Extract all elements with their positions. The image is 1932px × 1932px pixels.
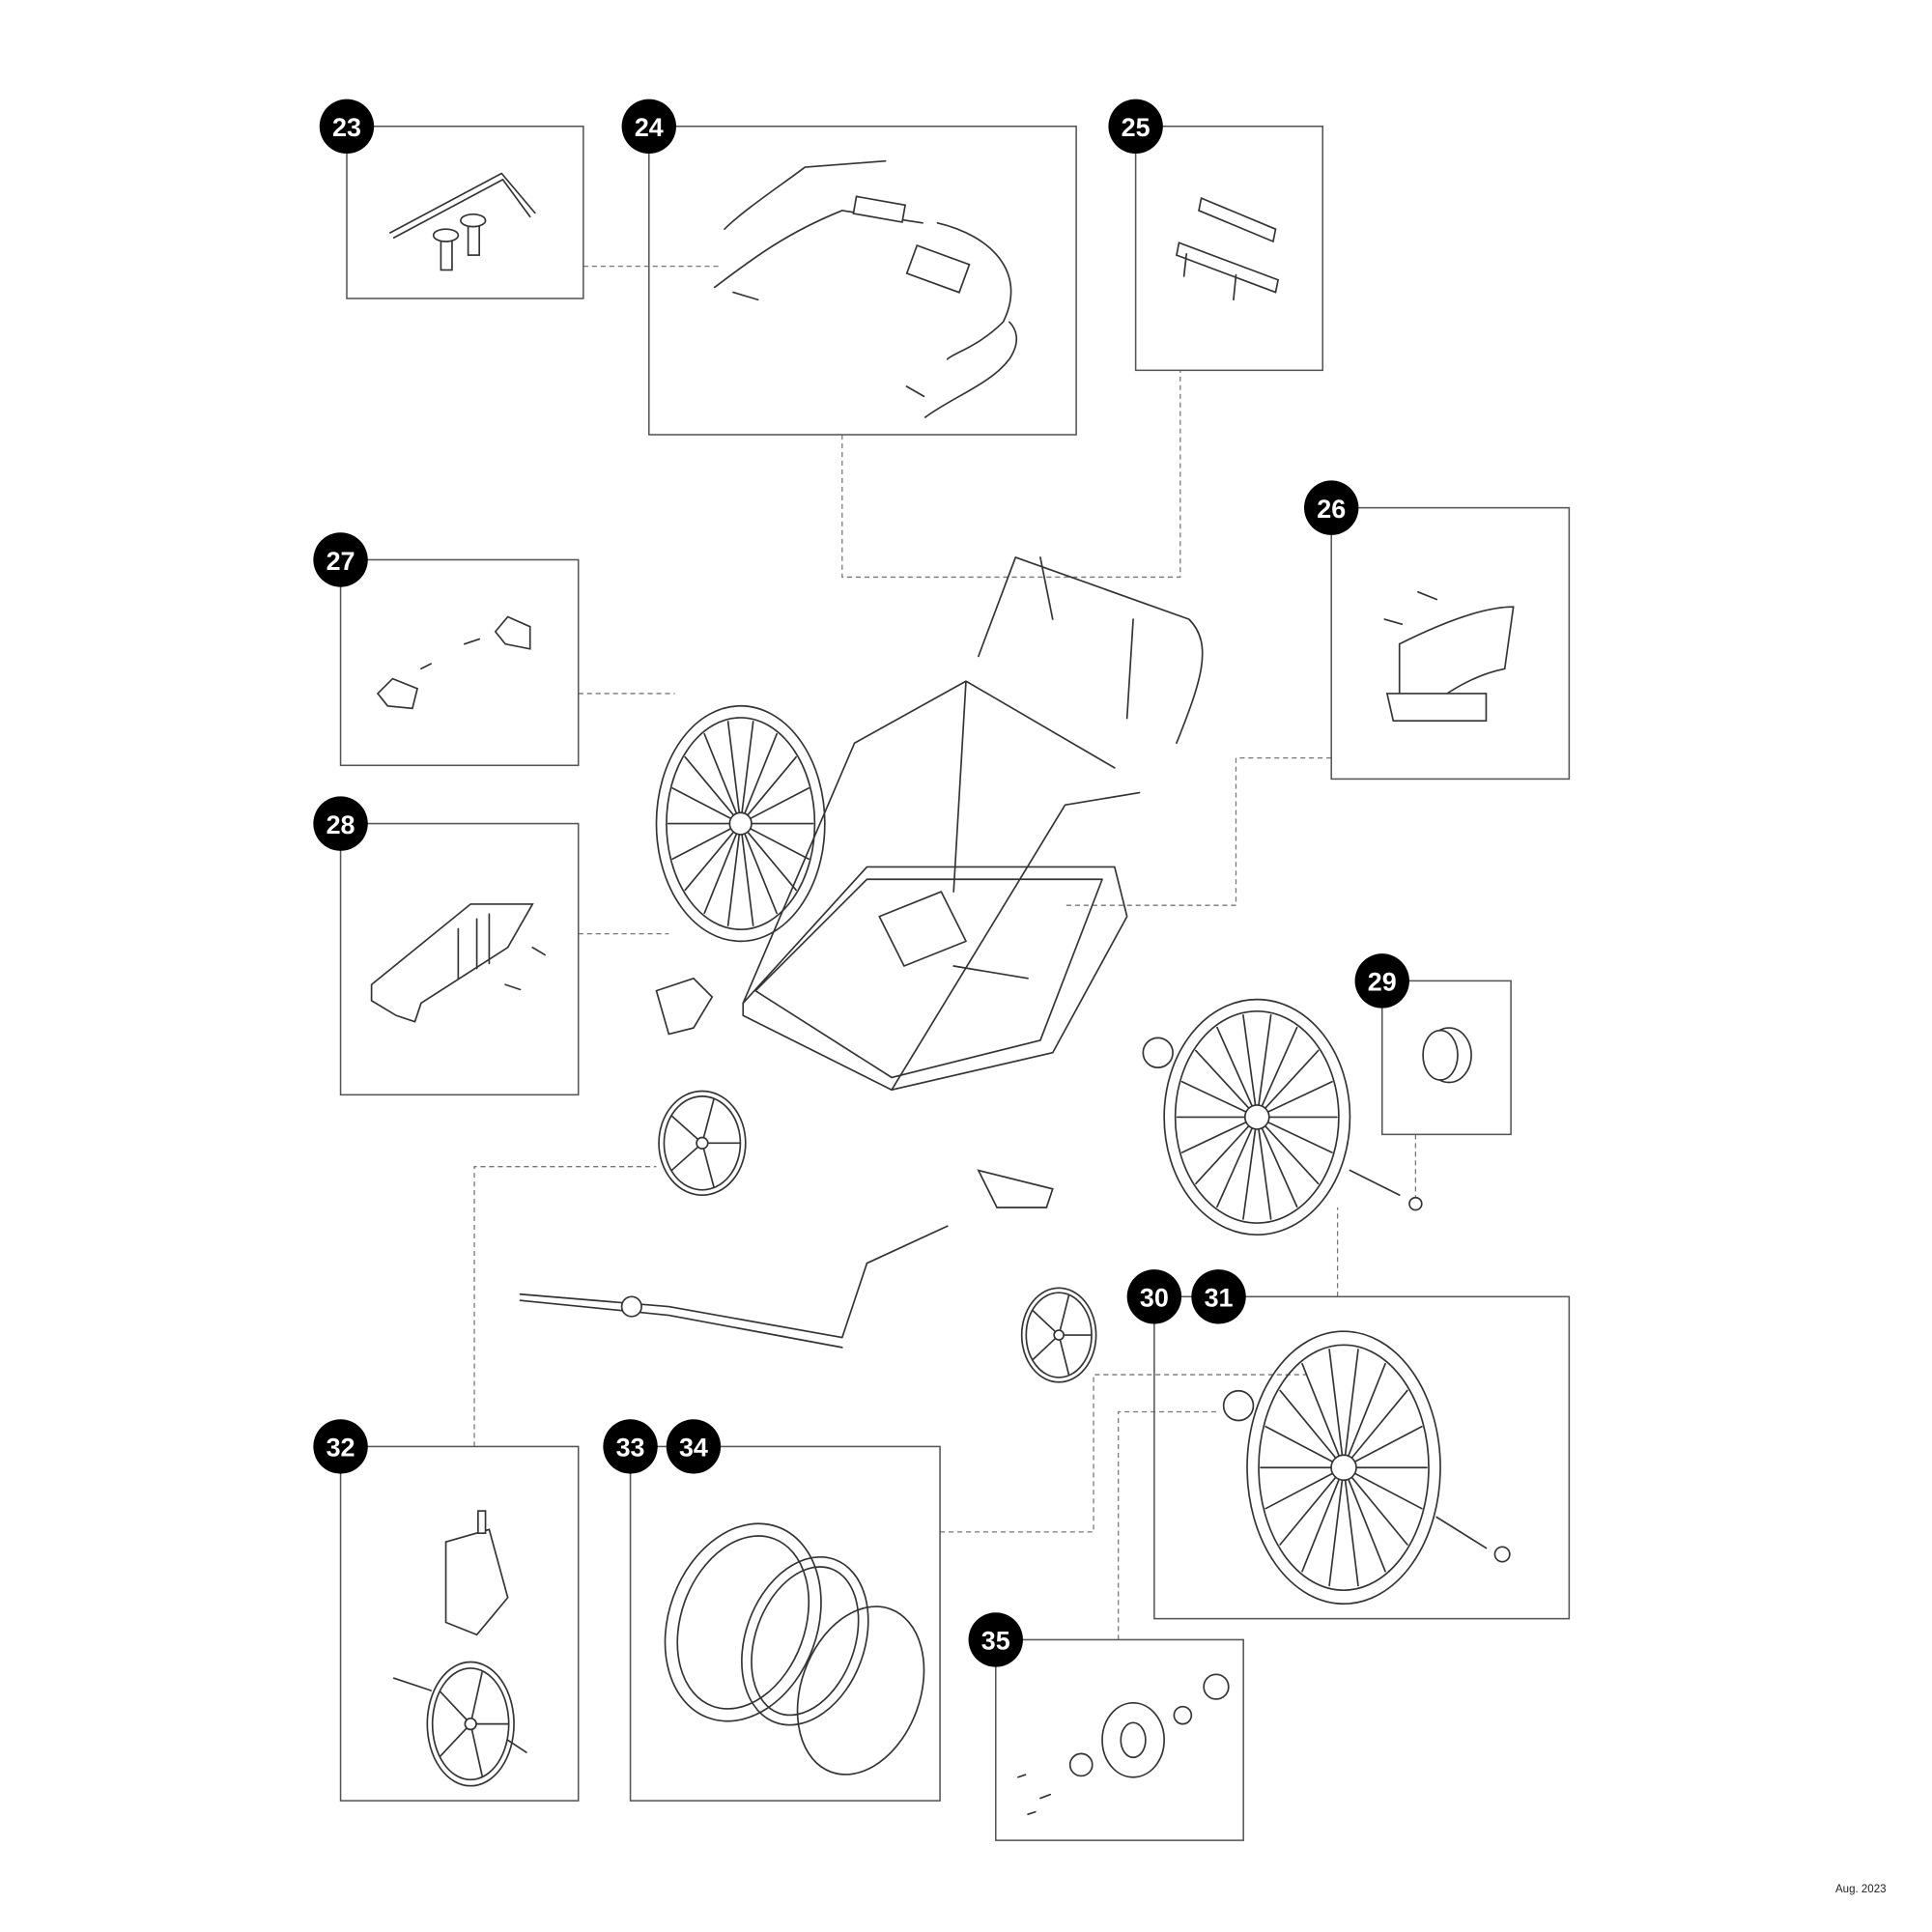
- badge-35: 35: [968, 1612, 1023, 1667]
- svg-text:23: 23: [332, 113, 361, 142]
- part-drawings: [370, 159, 1515, 1816]
- svg-text:34: 34: [679, 1434, 708, 1463]
- wheel-30-31: [1246, 1330, 1441, 1605]
- part-boxes: [339, 126, 1571, 1841]
- svg-text:35: 35: [981, 1627, 1010, 1656]
- box-28: [339, 822, 580, 1096]
- svg-text:25: 25: [1122, 113, 1151, 142]
- box-26: [1330, 506, 1571, 781]
- box-35: [995, 1638, 1244, 1841]
- rear-wheel-right: [1163, 998, 1351, 1236]
- svg-text:26: 26: [1317, 495, 1346, 524]
- box-25: [1134, 126, 1323, 372]
- badge-25: 25: [1108, 99, 1163, 154]
- badge-30: 30: [1126, 1269, 1182, 1324]
- callout-badges: 23 24 25 26 27 28 29 30 31 32 33 34 35: [313, 99, 1409, 1667]
- badge-23: 23: [319, 99, 375, 154]
- rear-wheel-left: [655, 704, 826, 943]
- svg-text:28: 28: [327, 810, 355, 839]
- box-29: [1381, 980, 1512, 1136]
- badge-28: 28: [313, 796, 368, 851]
- box-24: [648, 126, 1077, 436]
- badge-32: 32: [313, 1419, 368, 1474]
- badge-24: 24: [621, 99, 676, 154]
- svg-text:30: 30: [1140, 1284, 1169, 1313]
- leader-lines: [473, 266, 1417, 1640]
- svg-text:24: 24: [635, 113, 664, 142]
- front-wheel-32: [426, 1661, 515, 1787]
- box-27: [339, 558, 580, 767]
- badge-33: 33: [603, 1419, 658, 1474]
- svg-text:31: 31: [1205, 1284, 1234, 1313]
- badge-29: 29: [1354, 953, 1409, 1009]
- front-wheel-2: [1020, 1287, 1097, 1383]
- svg-text:33: 33: [616, 1434, 645, 1463]
- wheels: [426, 704, 1441, 1787]
- svg-text:29: 29: [1368, 968, 1397, 997]
- front-wheel: [658, 1090, 747, 1197]
- footer-date: Aug. 2023: [1835, 1884, 1887, 1895]
- box-30-31: [1153, 1295, 1571, 1620]
- svg-text:32: 32: [327, 1434, 355, 1463]
- box-23: [346, 126, 584, 299]
- box-32: [339, 1445, 580, 1802]
- badge-26: 26: [1304, 480, 1359, 535]
- badge-34: 34: [666, 1419, 722, 1474]
- badge-27: 27: [313, 532, 368, 587]
- svg-text:27: 27: [327, 547, 355, 576]
- box-33-34: [629, 1445, 941, 1802]
- badge-31: 31: [1191, 1269, 1246, 1324]
